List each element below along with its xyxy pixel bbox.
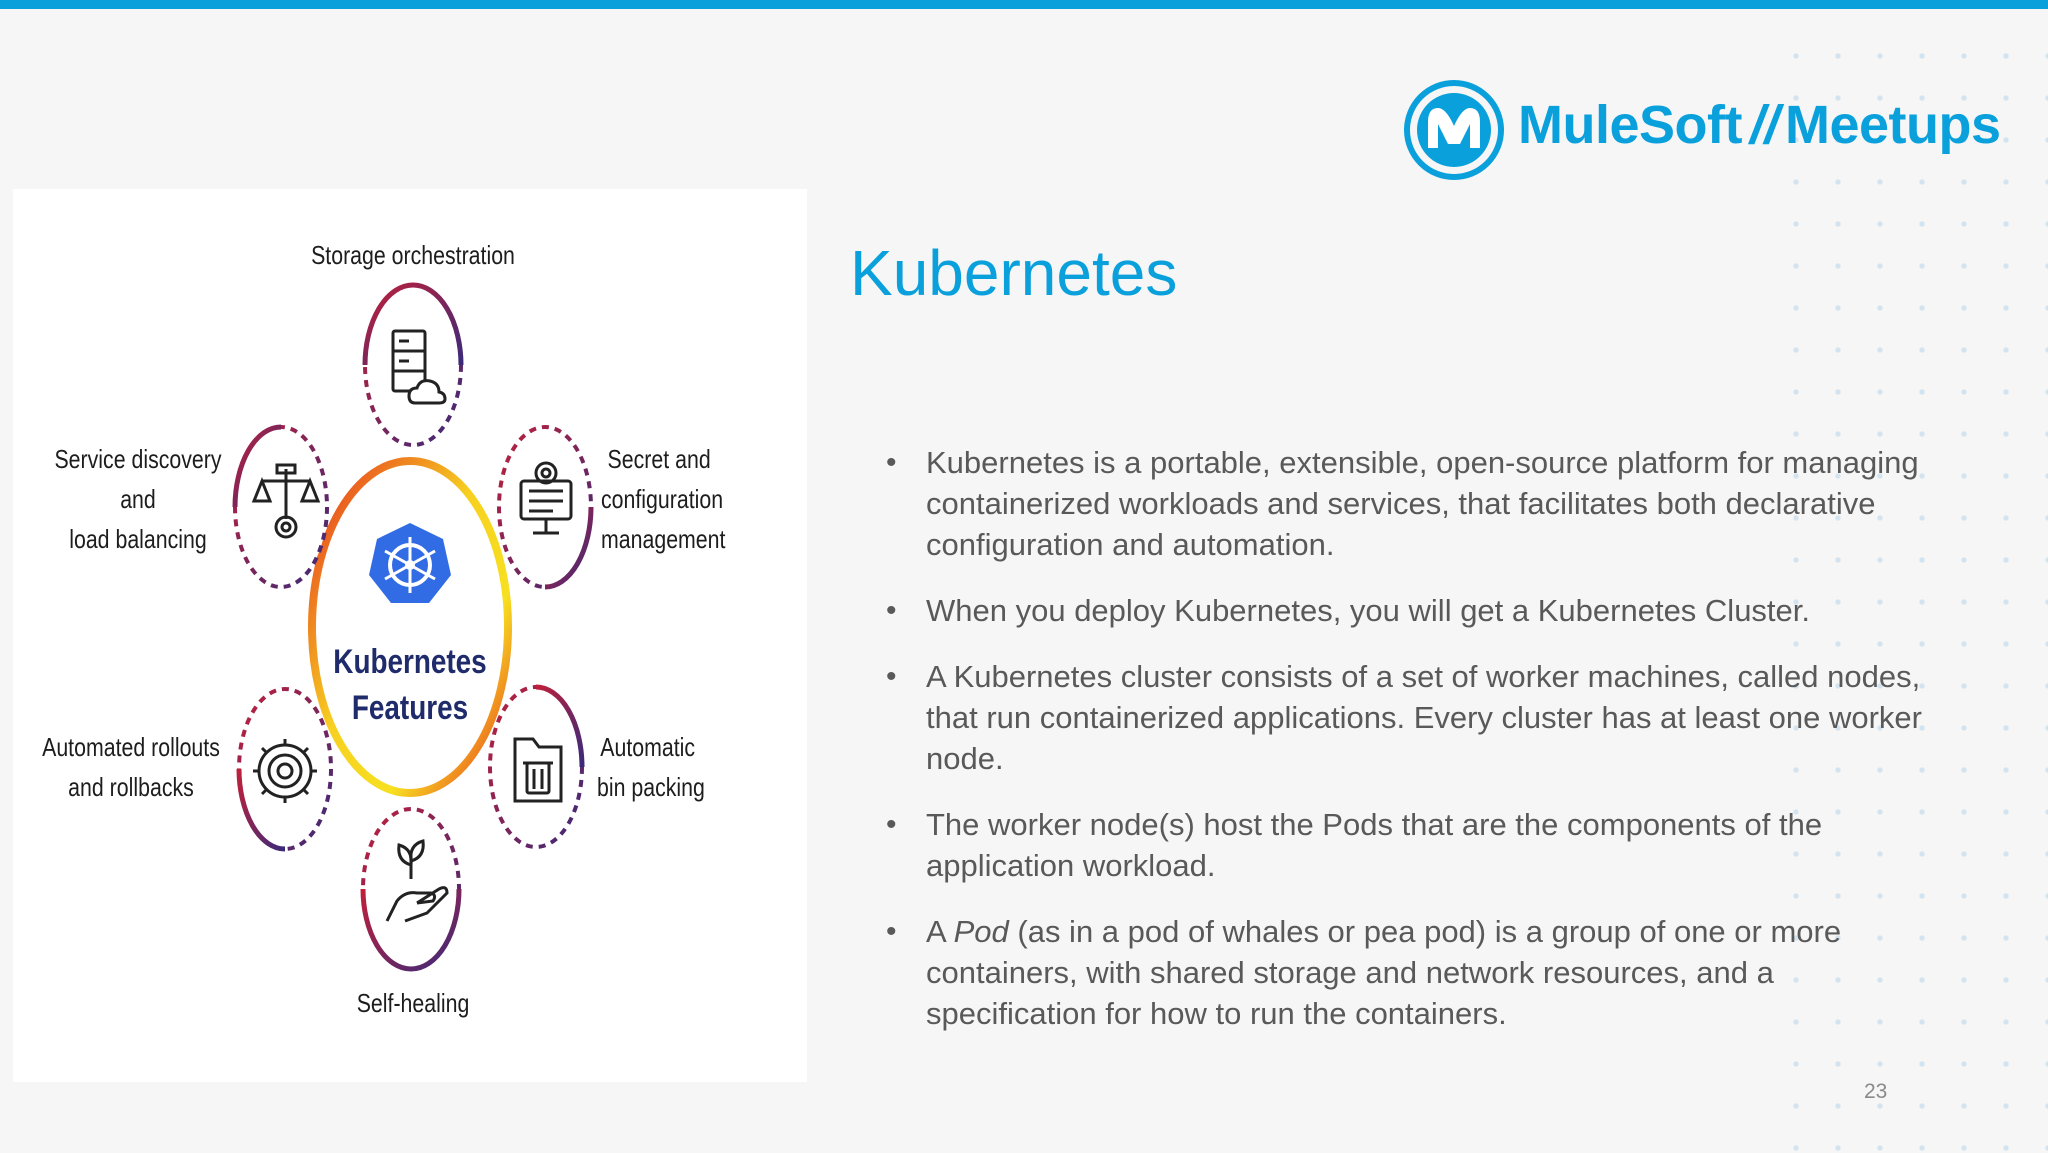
bullet-text: When you deploy Kubernetes, you will get… xyxy=(926,593,1811,628)
label-storage-orchestration: Storage orchestration xyxy=(306,235,519,275)
label-line: Service discovery xyxy=(54,444,222,474)
label-secret-config: Secret and configuration management xyxy=(601,439,757,559)
petal-rollouts xyxy=(236,687,333,852)
kubernetes-features-diagram: Kubernetes Features Storage orchestratio… xyxy=(13,189,807,1082)
brand-separator: // xyxy=(1749,95,1780,155)
label-line: bin packing xyxy=(597,772,705,802)
bullet-item: Kubernetes is a portable, extensible, op… xyxy=(886,442,1926,565)
label-line: and rollbacks xyxy=(68,772,194,802)
label-rollouts: Automated rollouts and rollbacks xyxy=(34,727,228,807)
label-self-healing: Self-healing xyxy=(323,983,503,1023)
kubernetes-helm-icon xyxy=(369,523,451,603)
label-line: Automatic xyxy=(600,732,696,762)
monitor-gear-icon xyxy=(519,461,573,535)
bullet-item: A Pod (as in a pod of whales or pea pod)… xyxy=(886,911,1926,1034)
center-title-line1: Kubernetes xyxy=(333,643,487,681)
brand-product: Meetups xyxy=(1785,95,2001,155)
bullet-text: A xyxy=(926,914,954,949)
diagram-graphics xyxy=(232,282,594,972)
label-line: Automated rollouts xyxy=(42,732,220,762)
label-line: and xyxy=(120,484,156,514)
petal-service-discovery xyxy=(232,424,329,589)
logo-wordmark: MuleSoft//Meetups xyxy=(1518,94,2001,156)
bullet-emphasis: Pod xyxy=(953,914,1009,949)
petal-secret-config xyxy=(497,425,594,590)
label-service-discovery: Service discovery and load balancing xyxy=(44,439,233,559)
petal-bin-packing xyxy=(488,684,585,849)
label-line: Secret and xyxy=(607,444,711,474)
server-cloud-icon xyxy=(391,329,447,405)
center-title-line2: Features xyxy=(351,689,469,727)
bullet-list: Kubernetes is a portable, extensible, op… xyxy=(886,442,1926,1059)
center-title: Kubernetes Features xyxy=(314,639,506,731)
center-ring xyxy=(308,457,512,797)
bullet-item: When you deploy Kubernetes, you will get… xyxy=(886,590,1926,631)
mulesoft-logo-icon xyxy=(1404,80,1504,180)
bullet-text: Kubernetes is a portable, extensible, op… xyxy=(926,445,1919,562)
bullet-text-continued: (as in a pod of whales or pea pod) is a … xyxy=(926,914,1842,1031)
label-line: configuration xyxy=(601,484,724,514)
petal-self-healing xyxy=(360,807,462,972)
label-line: load balancing xyxy=(69,524,207,554)
cog-icon xyxy=(253,739,317,803)
bullet-text: A Kubernetes cluster consists of a set o… xyxy=(926,659,1922,776)
bin-container-icon xyxy=(513,737,563,803)
bullet-item: A Kubernetes cluster consists of a set o… xyxy=(886,656,1926,779)
label-bin-packing: Automatic bin packing xyxy=(597,727,745,807)
label-line: management xyxy=(601,524,726,554)
label-line: Storage orchestration xyxy=(311,240,515,270)
petal-storage-orchestration xyxy=(362,282,464,447)
slide-title: Kubernetes xyxy=(850,237,1178,309)
page-number: 23 xyxy=(1864,1080,1888,1103)
hand-sprout-icon xyxy=(385,839,449,923)
label-line: Self-healing xyxy=(356,988,470,1018)
scales-gear-icon xyxy=(251,463,321,539)
bullet-item: The worker node(s) host the Pods that ar… xyxy=(886,804,1926,886)
brand-name: MuleSoft xyxy=(1518,95,1742,155)
bullet-text: The worker node(s) host the Pods that ar… xyxy=(926,807,1823,883)
top-accent-bar xyxy=(0,0,2048,9)
mulesoft-meetups-logo: MuleSoft//Meetups xyxy=(1402,78,2002,182)
